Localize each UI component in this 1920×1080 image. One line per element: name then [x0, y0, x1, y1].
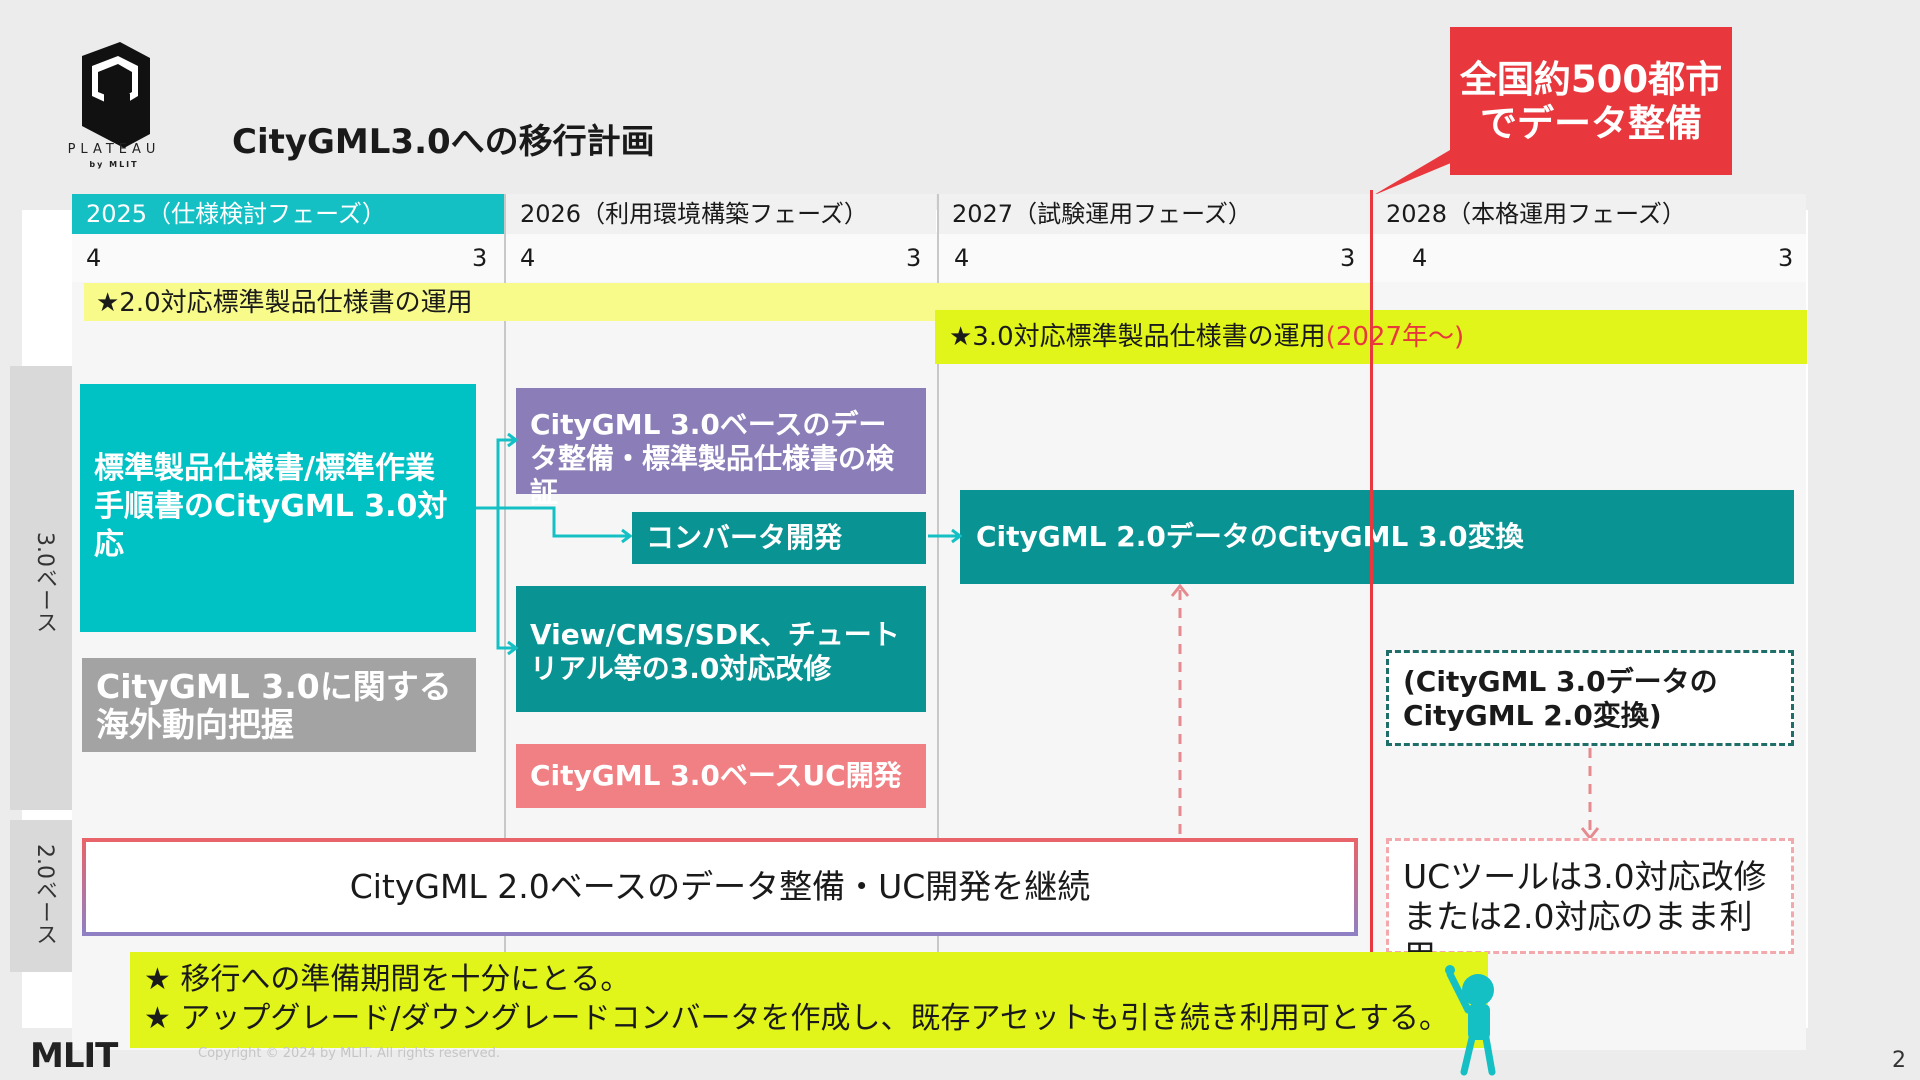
box-uc-tool-policy: UCツールは3.0対応改修または2.0対応のまま利用 — [1386, 838, 1794, 954]
month-row: 4 3 4 3 4 3 4 3 — [72, 234, 1806, 282]
dashed-arrow-up — [1170, 584, 1190, 840]
plateau-logo — [58, 38, 168, 178]
year-header-2027: 2027（試験運用フェーズ） — [938, 194, 1370, 234]
logo-subtitle: by MLIT — [58, 160, 170, 169]
box-reverse-convert: (CityGML 3.0データのCityGML 2.0変換) — [1386, 650, 1794, 746]
year-header-2028: 2028（本格運用フェーズ） — [1372, 194, 1806, 234]
month-start-2027: 4 — [954, 234, 969, 282]
month-end-2025: 3 — [472, 234, 487, 282]
page-number: 2 — [1892, 1048, 1906, 1073]
mascot-icon — [1442, 960, 1504, 1076]
banner-v30-date: (2027年〜) — [1326, 322, 1464, 352]
page-title: CityGML3.0への移行計画 — [232, 114, 655, 163]
month-start-2025: 4 — [86, 234, 101, 282]
year-header-2026: 2026（利用環境構築フェーズ） — [506, 194, 936, 234]
side-label-v20: 2.0ベース — [28, 844, 60, 945]
box-spec-update: 標準製品仕様書/標準作業手順書のCityGML 3.0対応 — [80, 384, 476, 632]
copyright-text: Copyright © 2024 by MLIT. All rights res… — [198, 1046, 500, 1061]
callout-line2: でデータ整備 — [1450, 102, 1732, 146]
note-line-2: ★ アップグレード/ダウングレードコンバータを作成し、既存アセットも引き続き利用… — [144, 999, 1474, 1038]
mlit-logo: MLIT — [30, 1036, 117, 1076]
callout-line1: 全国約500都市 — [1450, 58, 1732, 102]
dashed-arrow-down — [1580, 746, 1600, 842]
plateau-logo-icon — [58, 38, 168, 148]
note-line-1: ★ 移行への準備期間を十分にとる。 — [144, 960, 1474, 999]
box-overseas-trends: CityGML 3.0に関する海外動向把握 — [82, 658, 476, 752]
notes-box: ★ 移行への準備期間を十分にとる。 ★ アップグレード/ダウングレードコンバータ… — [130, 952, 1488, 1048]
box-convert-20-to-30: CityGML 2.0データのCityGML 3.0変換 — [960, 490, 1794, 584]
month-end-2026: 3 — [906, 234, 921, 282]
box-uc-dev: CityGML 3.0ベースUC開発 — [516, 744, 926, 808]
callout-500-cities: 全国約500都市 でデータ整備 — [1450, 27, 1732, 175]
banner-v30-text: ★3.0対応標準製品仕様書の運用 — [949, 322, 1326, 352]
logo-wordmark: PLATEAU — [58, 142, 170, 157]
full-operation-marker-line — [1370, 190, 1373, 952]
side-tab-v30: 3.0ベース — [10, 366, 72, 810]
month-start-2026: 4 — [520, 234, 535, 282]
side-tab-v20: 2.0ベース — [10, 820, 72, 972]
flow-arrows — [474, 430, 974, 660]
month-end-2028: 3 — [1778, 234, 1793, 282]
side-label-v30: 3.0ベース — [28, 532, 60, 633]
month-start-2028: 4 — [1412, 234, 1427, 282]
month-end-2027: 3 — [1340, 234, 1355, 282]
box-continue-v20: CityGML 2.0ベースのデータ整備・UC開発を継続 — [82, 838, 1358, 936]
year-header-2025: 2025（仕様検討フェーズ） — [72, 194, 504, 234]
